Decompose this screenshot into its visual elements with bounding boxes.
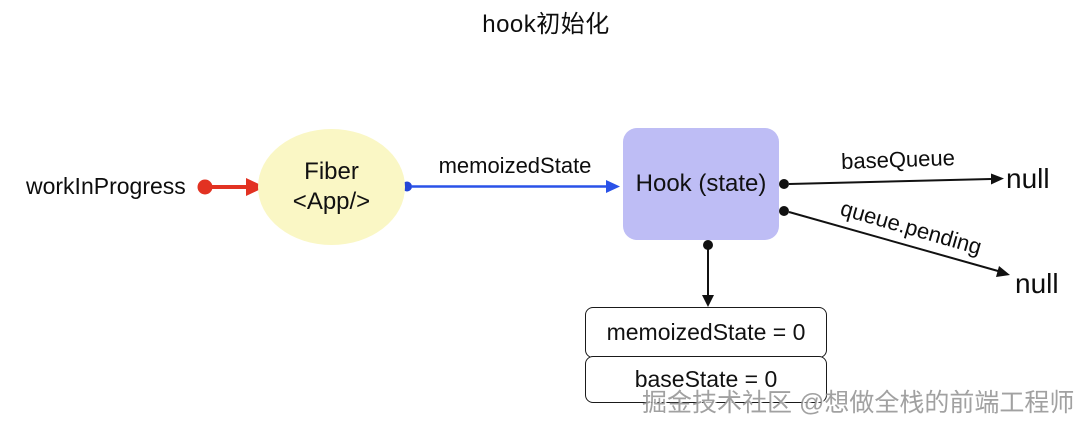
null-value-base-queue: null <box>1006 163 1050 194</box>
fiber-node: Fiber <App/> <box>258 129 405 245</box>
memoized-state-arrow <box>402 180 620 193</box>
base-queue-line <box>788 178 992 185</box>
null-value-queue-pending: null <box>1015 268 1059 299</box>
work-in-progress-arrow <box>197 178 265 196</box>
black-dot-icon <box>703 240 713 250</box>
page-title: hook初始化 <box>482 11 610 38</box>
down-arrowhead-icon <box>702 295 714 307</box>
base-state-value-box: baseState = 0 <box>585 356 827 403</box>
work-in-progress-label: workInProgress <box>26 173 186 199</box>
base-queue-arrow <box>779 173 1004 189</box>
queue-pending-arrowhead-icon <box>996 266 1010 277</box>
blue-arrowhead-icon <box>606 180 620 193</box>
hook-to-state-arrow <box>702 240 714 307</box>
red-dot-icon <box>197 179 213 195</box>
black-dot-icon <box>779 179 789 189</box>
fiber-node-title: Fiber <box>304 158 359 185</box>
fiber-node-subtitle: <App/> <box>292 188 371 215</box>
memoized-state-value-box: memoizedState = 0 <box>585 307 827 358</box>
memoized-state-edge-label: memoizedState <box>438 153 592 178</box>
queue-pending-line <box>788 211 999 272</box>
hook-state-node: Hook (state) <box>623 128 779 240</box>
black-dot-icon <box>779 206 789 216</box>
base-queue-arrowhead-icon <box>991 173 1004 185</box>
watermark: 掘金技术社区 @想做全栈的前端工程师 <box>642 389 1075 417</box>
queue-pending-arrow <box>779 206 1010 277</box>
red-arrowhead-icon <box>246 178 265 196</box>
base-queue-edge-label: baseQueue <box>840 145 956 174</box>
